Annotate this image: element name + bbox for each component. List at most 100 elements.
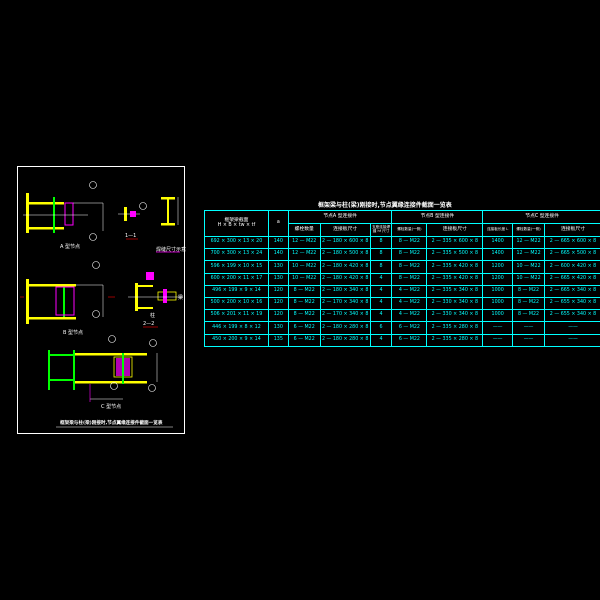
- table-cell: 700 × 300 × 13 × 24: [204, 248, 269, 262]
- table-cell: 496 × 199 × 9 × 14: [204, 284, 269, 298]
- table-cell: 8: [369, 260, 393, 274]
- table-cell: ——: [512, 333, 545, 347]
- table-cell: 10 — M22: [287, 260, 321, 274]
- table-cell: 2 — 180 × 340 × 8: [319, 284, 371, 298]
- table-cell: 12 — M22: [287, 235, 321, 250]
- table-cell: 8 — M22: [391, 235, 428, 250]
- header-b-bolts: 螺栓数量(一侧): [391, 223, 428, 237]
- table-cell: 500 × 200 × 10 × 16: [204, 296, 269, 311]
- table-cell: 2 — 335 × 420 × 8: [426, 272, 484, 286]
- table-cell: 8: [369, 248, 393, 262]
- table-cell: 1400: [482, 248, 514, 262]
- table-cell: 8: [369, 235, 393, 250]
- table-cell: 10 — M22: [287, 272, 321, 286]
- weld-section-label: 焊缝尺寸示意: [156, 247, 187, 253]
- table-cell: 12 — M22: [287, 248, 321, 262]
- table-cell: 6 — M22: [287, 321, 321, 335]
- table-cell: 2 — 655 × 340 × 8: [544, 309, 600, 323]
- table-cell: ——: [544, 333, 600, 347]
- table-cell: 6: [369, 321, 393, 335]
- table-cell: 140: [267, 248, 289, 262]
- table-cell: 8 — M22: [287, 309, 321, 323]
- table-cell: 8 — M22: [391, 260, 428, 274]
- table-cell: 2 — 335 × 280 × 8: [426, 321, 484, 335]
- table-cell: 6 — M22: [391, 321, 428, 335]
- table-cell: 1200: [482, 272, 514, 286]
- table-cell: 130: [267, 321, 289, 335]
- detail-a: [23, 181, 104, 241]
- table-cell: 2 — 665 × 600 × 8: [544, 235, 600, 250]
- table-cell: 2 — 170 × 340 × 8: [319, 309, 371, 323]
- table-cell: 6 — M22: [391, 333, 428, 347]
- table-cell: 4: [369, 333, 393, 347]
- table-cell: 12 — M22: [512, 248, 545, 262]
- detail-c: [48, 335, 158, 402]
- table-cell: 2 — 180 × 280 × 8: [319, 333, 371, 347]
- beam-label: 梁: [178, 295, 184, 301]
- table-cell: ——: [544, 321, 600, 335]
- header-group-b: 节点B 型连接件: [391, 210, 484, 224]
- table-cell: 2 — 335 × 280 × 8: [426, 333, 484, 347]
- table-cell: 4: [369, 309, 393, 323]
- table-cell: 2 — 665 × 340 × 8: [544, 284, 600, 298]
- section-1-1: [118, 202, 147, 240]
- table-cell: 120: [267, 284, 289, 298]
- table-cell: 2 — 335 × 420 × 8: [426, 260, 484, 274]
- table-cell: 4 — M22: [391, 309, 428, 323]
- table-cell: 450 × 200 × 9 × 14: [204, 333, 269, 347]
- table-cell: 506 × 201 × 11 × 19: [204, 309, 269, 323]
- header-c-len: 连接板长度 L: [482, 223, 514, 237]
- table-cell: 10 — M22: [512, 260, 545, 274]
- table-cell: 2 — 335 × 600 × 8: [426, 235, 484, 250]
- header-group-a: 节点A 型连接件: [287, 210, 393, 224]
- table-cell: 692 × 300 × 13 × 20: [204, 235, 269, 250]
- table-cell: 130: [267, 272, 289, 286]
- section-1-label: 1—1: [125, 233, 137, 239]
- weld-section: [156, 197, 180, 253]
- table-cell: 2 — 335 × 340 × 8: [426, 284, 484, 298]
- header-a-weld: 支座连接焊缝 hf 尺寸: [369, 223, 393, 237]
- table-cell: 1200: [482, 260, 514, 274]
- column-label: 柱: [150, 313, 156, 319]
- table-cell: 1000: [482, 284, 514, 298]
- table-cell: 600 × 200 × 11 × 17: [204, 272, 269, 286]
- table-cell: 2 — 180 × 600 × 8: [319, 235, 371, 250]
- table-cell: 2 — 330 × 340 × 8: [426, 296, 484, 311]
- header-group-c: 节点C 型连接件: [482, 210, 600, 224]
- detail-c-label: C 型节点: [101, 404, 122, 410]
- table-cell: 8 — M22: [287, 296, 321, 311]
- table-cell: 446 × 199 × 8 × 12: [204, 321, 269, 335]
- section-2-label: 2—2: [143, 321, 155, 327]
- sheet-caption: 框架梁与柱(梁)刚接时,节点翼缘连接件截面一览表: [60, 421, 163, 426]
- table-cell: ——: [482, 333, 514, 347]
- table-cell: ——: [512, 321, 545, 335]
- table-cell: 4: [369, 296, 393, 311]
- table-cell: 135: [267, 333, 289, 347]
- table-cell: 140: [267, 235, 289, 250]
- header-a-bolts: 螺栓数量: [287, 223, 321, 237]
- table-cell: 596 × 199 × 10 × 15: [204, 260, 269, 274]
- table-cell: 8 — M22: [287, 284, 321, 298]
- header-a: a: [267, 210, 289, 237]
- table-cell: 2 — 180 × 280 × 8: [319, 321, 371, 335]
- table-cell: 120: [267, 309, 289, 323]
- table-cell: 2 — 180 × 420 × 8: [319, 272, 371, 286]
- table-cell: 12 — M22: [512, 235, 545, 250]
- detail-b-label: B 型节点: [63, 330, 84, 336]
- table-cell: 2 — 180 × 420 × 8: [319, 260, 371, 274]
- table-cell: 2 — 600 × 420 × 8: [544, 260, 600, 274]
- table-cell: 2 — 665 × 420 × 8: [544, 272, 600, 286]
- connection-details-drawing: [20, 181, 183, 428]
- table-cell: 2 — 655 × 340 × 8: [544, 296, 600, 311]
- drawing-sheet: A 型节点 1—1 焊缝尺寸示意 B 型节点 2—2 梁 柱 C 型节点 框架梁…: [17, 166, 187, 434]
- table-cell: 8 — M22: [512, 296, 545, 311]
